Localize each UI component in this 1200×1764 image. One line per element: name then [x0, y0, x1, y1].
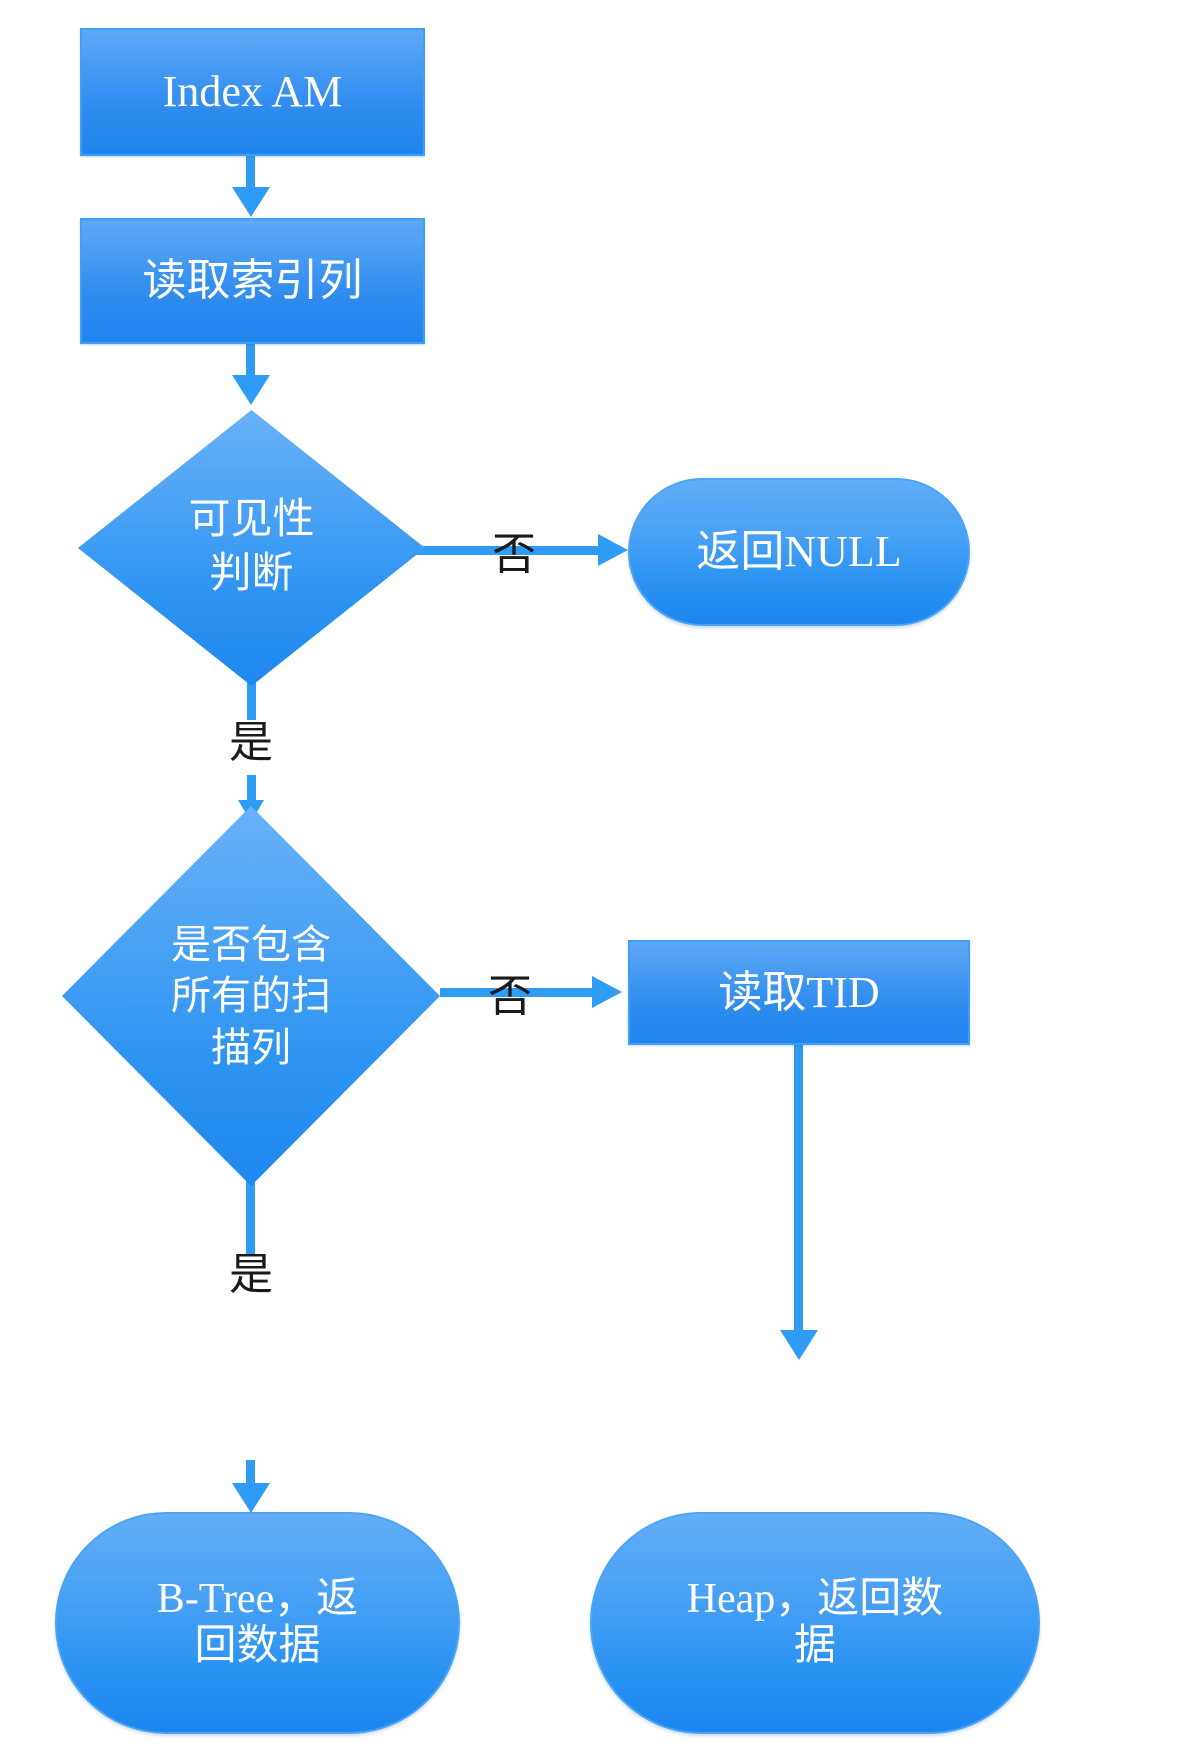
arrowhead-to-btree-return: [232, 1483, 270, 1513]
connector-visibility-to-covering-lower: [247, 775, 256, 807]
arrowhead-to-read-index-col: [232, 187, 270, 217]
node-visibility-decision-label: 可见性 判断: [188, 497, 315, 597]
edge-label-visibility-no: 否: [492, 530, 536, 579]
node-visibility-decision[interactable]: 可见性 判断: [78, 410, 425, 686]
node-heap-return-label: Heap，返回数 据: [686, 1575, 944, 1669]
arrowhead-to-read-tid: [592, 976, 622, 1008]
node-btree-return[interactable]: B-Tree，返 回数据: [55, 1512, 460, 1734]
node-index-am-label: Index AM: [162, 67, 343, 117]
node-read-tid-label: 读取TID: [718, 967, 880, 1017]
connector-covering-to-btree-upper: [246, 1180, 255, 1255]
connector-covering-to-read-tid: [440, 988, 612, 997]
node-read-index-col[interactable]: 读取索引列: [80, 218, 425, 344]
edge-label-visibility-yes: 是: [229, 718, 273, 767]
arrowhead-to-return-null: [598, 534, 628, 566]
connector-visibility-to-covering-upper: [247, 680, 256, 720]
node-heap-return[interactable]: Heap，返回数 据: [590, 1512, 1040, 1734]
node-covering-decision[interactable]: 是否包含 所有的扫 描列: [62, 806, 440, 1186]
node-covering-decision-label: 是否包含 所有的扫 描列: [171, 922, 331, 1070]
node-read-tid[interactable]: 读取TID: [628, 940, 970, 1045]
connector-read-index-col-to-visibility: [246, 343, 255, 381]
node-return-null[interactable]: 返回NULL: [628, 478, 970, 626]
arrowhead-to-visibility: [232, 375, 270, 405]
arrowhead-to-heap-return: [780, 1330, 818, 1360]
connector-visibility-to-return-null: [410, 546, 614, 555]
connector-read-tid-to-heap-return: [794, 1043, 803, 1343]
edge-label-covering-no: 否: [488, 972, 532, 1021]
node-return-null-label: 返回NULL: [696, 527, 902, 577]
node-index-am[interactable]: Index AM: [80, 28, 425, 156]
edge-label-covering-yes: 是: [229, 1250, 273, 1299]
connector-index-am-to-read-index-col: [246, 155, 255, 193]
node-read-index-col-label: 读取索引列: [142, 256, 363, 306]
connector-covering-to-btree-lower: [246, 1460, 255, 1490]
node-btree-return-label: B-Tree，返 回数据: [156, 1575, 359, 1669]
